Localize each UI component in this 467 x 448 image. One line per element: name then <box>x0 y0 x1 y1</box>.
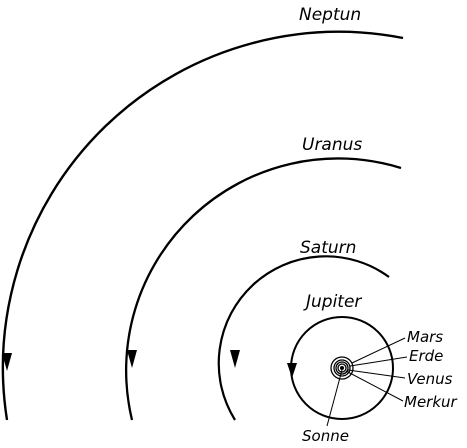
leader-merkur <box>345 370 404 402</box>
leader-sonne <box>326 369 343 427</box>
arrow-saturn <box>230 350 240 368</box>
leader-mars <box>351 337 406 364</box>
label-sonne: Sonne <box>302 427 349 445</box>
label-uranus: Uranus <box>302 135 362 155</box>
sun-dot <box>340 366 344 370</box>
orbit-erde <box>333 359 351 377</box>
label-jupiter: Jupiter <box>303 292 362 312</box>
orbit-neptun <box>1 30 404 421</box>
orbit-venus <box>335 361 349 375</box>
orbit-merkur <box>337 363 347 373</box>
label-venus: Venus <box>407 370 453 388</box>
leader-erde <box>349 356 408 367</box>
orbit-mars <box>330 356 354 380</box>
orbit-uranus <box>124 157 402 421</box>
label-merkur: Merkur <box>404 393 458 411</box>
orbit-saturn <box>217 255 390 421</box>
label-mars: Mars <box>407 328 443 346</box>
label-saturn: Saturn <box>300 238 356 258</box>
arrow-neptun <box>2 353 12 371</box>
leader-venus <box>347 369 406 379</box>
label-erde: Erde <box>409 347 443 365</box>
arrow-uranus <box>127 350 137 368</box>
arrow-jupiter <box>287 363 297 378</box>
label-neptun: Neptun <box>299 5 361 25</box>
